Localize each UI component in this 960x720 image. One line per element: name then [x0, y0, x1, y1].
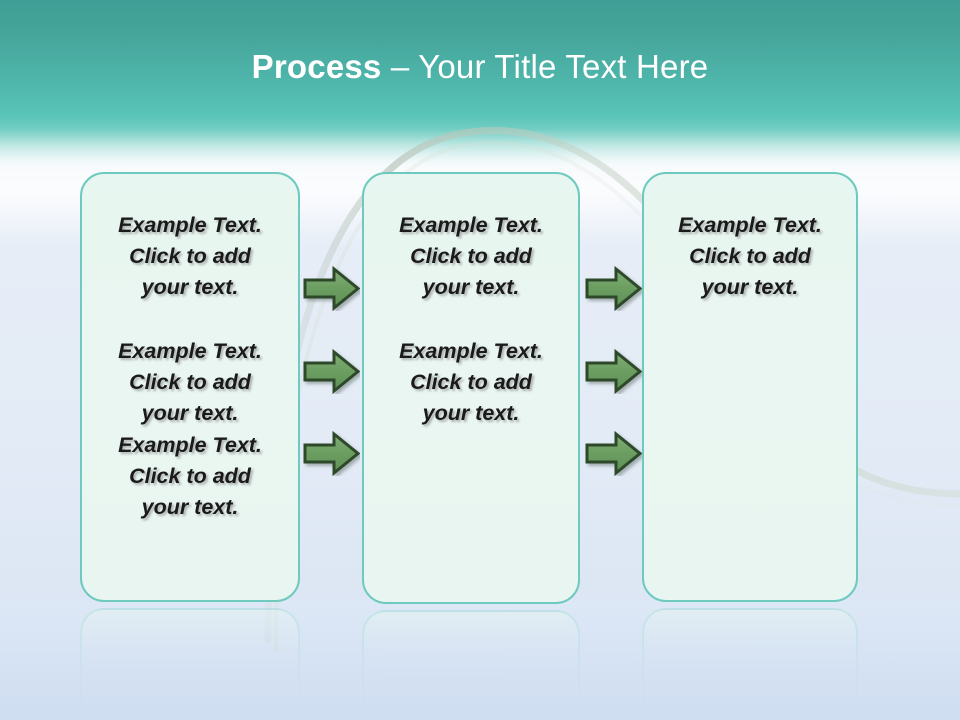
text-line: Click to add [410, 370, 532, 394]
text-line: your text. [422, 401, 520, 425]
arrow-right-icon-2-2[interactable] [585, 349, 642, 394]
text-line: Example Text. [118, 433, 262, 457]
arrow-right-icon-1-1[interactable] [303, 266, 360, 311]
process-box-3[interactable]: Example Text. Click to add your text. [642, 172, 858, 602]
slide-title-strong: Process [251, 48, 382, 85]
text-block-1-1[interactable]: Example Text. Click to add your text. [90, 210, 290, 303]
text-line: Example Text. [399, 213, 543, 237]
slide-title-rest: – Your Title Text Here [381, 48, 709, 85]
text-line: Click to add [129, 244, 251, 268]
text-block-2-1[interactable]: Example Text. Click to add your text. [372, 210, 570, 303]
text-line: Click to add [689, 244, 811, 268]
text-line: your text. [701, 275, 799, 299]
text-line: your text. [141, 401, 239, 425]
process-box-2[interactable]: Example Text. Click to add your text. Ex… [362, 172, 580, 604]
process-box-1[interactable]: Example Text. Click to add your text. Ex… [80, 172, 300, 602]
process-box-3-content: Example Text. Click to add your text. [644, 174, 856, 600]
text-line: Click to add [410, 244, 532, 268]
arrow-right-icon-1-3[interactable] [303, 431, 360, 476]
text-line: Example Text. [678, 213, 822, 237]
text-line: your text. [422, 275, 520, 299]
text-line: Example Text. [118, 339, 262, 363]
process-box-2-content: Example Text. Click to add your text. Ex… [364, 174, 578, 602]
text-line: Click to add [129, 464, 251, 488]
text-line: Click to add [129, 370, 251, 394]
text-block-2-2[interactable]: Example Text. Click to add your text. [372, 336, 570, 429]
text-line: your text. [141, 495, 239, 519]
arrow-right-icon-1-2[interactable] [303, 349, 360, 394]
text-block-1-2[interactable]: Example Text. Click to add your text. [90, 336, 290, 429]
slide-title: Process – Your Title Text Here [0, 46, 960, 88]
text-line: Example Text. [399, 339, 543, 363]
reflection-column-3 [642, 608, 858, 718]
reflection-column-2 [362, 610, 580, 720]
text-block-3-1[interactable]: Example Text. Click to add your text. [652, 210, 848, 303]
reflection-column-1 [80, 608, 300, 718]
text-line: your text. [141, 275, 239, 299]
arrow-right-icon-2-3[interactable] [585, 431, 642, 476]
arrow-right-icon-2-1[interactable] [585, 266, 642, 311]
text-line: Example Text. [118, 213, 262, 237]
process-box-1-content: Example Text. Click to add your text. Ex… [82, 174, 298, 600]
text-block-1-3[interactable]: Example Text. Click to add your text. [90, 430, 290, 523]
